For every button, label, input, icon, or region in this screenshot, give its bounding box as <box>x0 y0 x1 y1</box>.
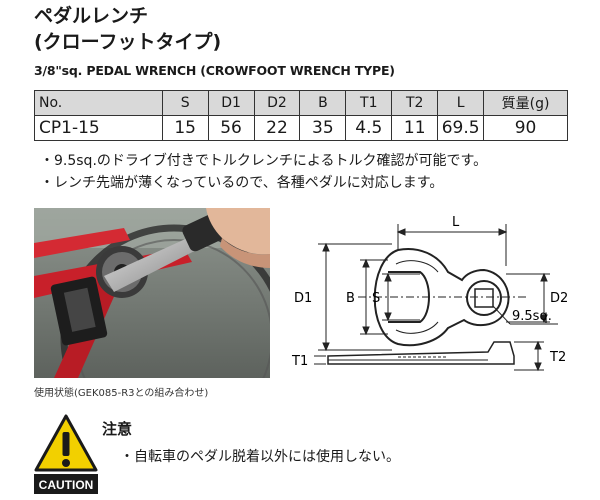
table-row: CP1-15 15 56 22 35 4.5 11 69.5 90 <box>34 115 568 141</box>
note-item: ・9.5sq.のドライブ付きでトルクレンチによるトルク確認が可能です。 <box>40 153 488 169</box>
header-t2: T2 <box>391 90 439 116</box>
note-item: ・レンチ先端が薄くなっているので、各種ペダルに対応します。 <box>40 175 444 191</box>
header-no: No. <box>34 90 163 116</box>
label-t2: T2 <box>549 350 566 365</box>
cell-no: CP1-15 <box>34 115 163 141</box>
cell-s: 15 <box>161 115 209 141</box>
header-t1: T1 <box>345 90 393 116</box>
header-s: S <box>161 90 209 116</box>
label-d2: D2 <box>550 291 568 306</box>
header-mass: 質量(g) <box>483 90 568 116</box>
table-header-row: No. S D1 D2 B T1 T2 L 質量(g) <box>34 90 568 116</box>
cell-l: 69.5 <box>437 115 485 141</box>
label-square-drive: 9.5sq. <box>512 309 552 324</box>
caution-label: CAUTION <box>39 478 94 492</box>
cell-d2: 22 <box>253 115 301 141</box>
page-title: ペダルレンチ <box>34 5 149 27</box>
header-d2: D2 <box>253 90 301 116</box>
spec-table: No. S D1 D2 B T1 T2 L 質量(g) CP1-15 15 56… <box>34 90 568 141</box>
caution-warning-icon: CAUTION <box>34 414 98 494</box>
caution-title: 注意 <box>102 420 133 438</box>
cell-t1: 4.5 <box>345 115 393 141</box>
cell-t2: 11 <box>391 115 439 141</box>
cell-b: 35 <box>299 115 347 141</box>
cell-mass: 90 <box>483 115 568 141</box>
dimension-diagram: L D1 B S D2 9.5sq. T1 T2 <box>291 215 568 372</box>
caution-text: ・自転車のペダル脱着以外には使用しない。 <box>120 449 400 465</box>
english-title: 3/8"sq. PEDAL WRENCH (CROWFOOT WRENCH TY… <box>34 63 395 78</box>
header-d1: D1 <box>207 90 255 116</box>
header-l: L <box>437 90 485 116</box>
usage-photo <box>34 208 270 378</box>
label-l: L <box>452 215 460 230</box>
label-t1: T1 <box>291 354 308 369</box>
header-b: B <box>299 90 347 116</box>
feature-notes: ・9.5sq.のドライブ付きでトルクレンチによるトルク確認が可能です。 ・レンチ… <box>40 150 487 194</box>
cell-d1: 56 <box>207 115 255 141</box>
label-s: S <box>372 291 380 306</box>
label-b: B <box>346 291 355 306</box>
photo-caption: 使用状態(GEK085-R3との組み合わせ) <box>34 388 209 399</box>
page-subtitle: (クローフットタイプ) <box>34 31 222 53</box>
label-d1: D1 <box>294 291 312 306</box>
